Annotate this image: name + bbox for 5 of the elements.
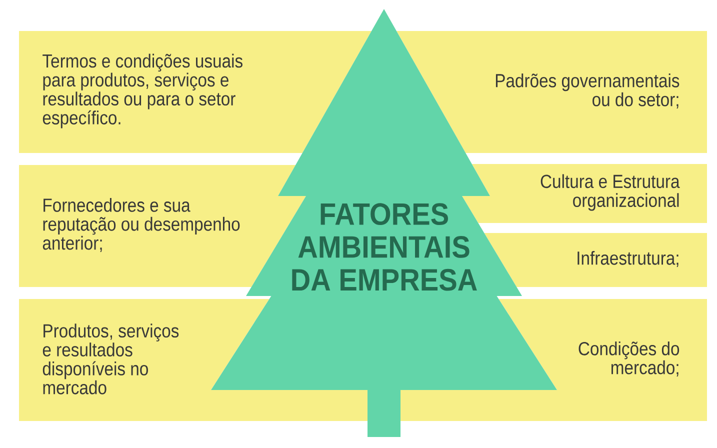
factor-band: Produtos, serviços e resultados disponíveis no mercado (19, 299, 368, 421)
factor-band: Cultura e Estrutura organizacional (462, 164, 707, 223)
factor-band: Padrões governamentais ou do setor; (396, 31, 707, 153)
factor-band: Infraestrutura; (484, 233, 707, 287)
factor-band: Condições do mercado; (400, 299, 707, 421)
